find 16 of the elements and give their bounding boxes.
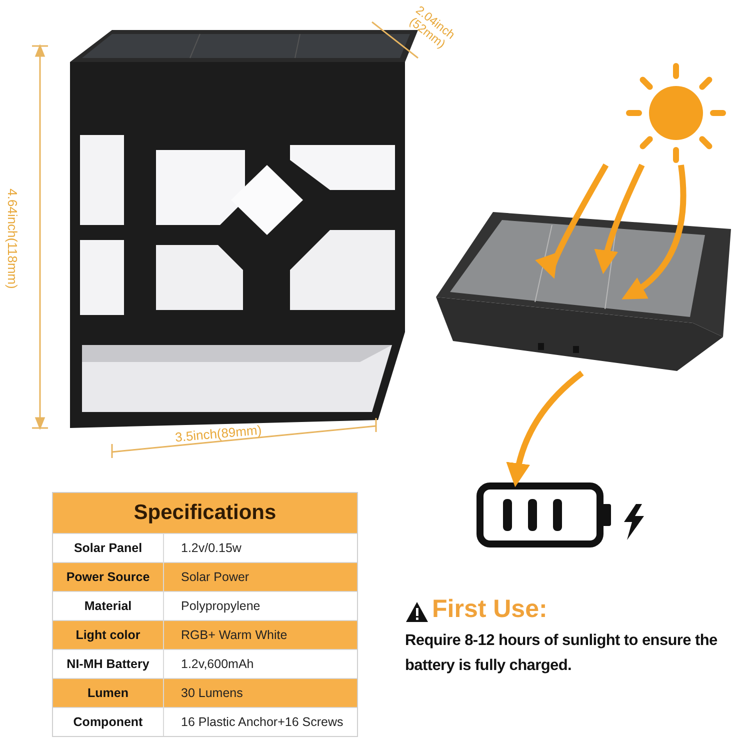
curved-arrow (594, 164, 645, 274)
table-cell-text: 30 Lumens (180, 684, 244, 702)
heading: First Use: (432, 594, 548, 624)
table-cell-text: RGB+ Warm White (180, 626, 288, 644)
table-cell: Component (53, 708, 164, 736)
instruction-text: Require 8-12 hours of sunlight to ensure the battery is fully charged. (405, 631, 718, 676)
dimension-label: 4.64inch(118mm) (4, 188, 21, 291)
dimension-label: 3.5inch(89mm) (174, 421, 262, 447)
table-header: Specifications (53, 493, 357, 533)
table-cell-text: 1.2v/0.15w (180, 540, 242, 557)
curved-arrow (622, 164, 686, 300)
table-cell-text: 16 Plastic Anchor+16 Screws (180, 714, 344, 731)
curved-arrow (506, 370, 584, 488)
table-cell-text: Polypropylene (180, 598, 262, 615)
table-cell-text: 1.2v,600mAh (180, 656, 255, 673)
table-cell-text: Solar Power (180, 568, 250, 586)
